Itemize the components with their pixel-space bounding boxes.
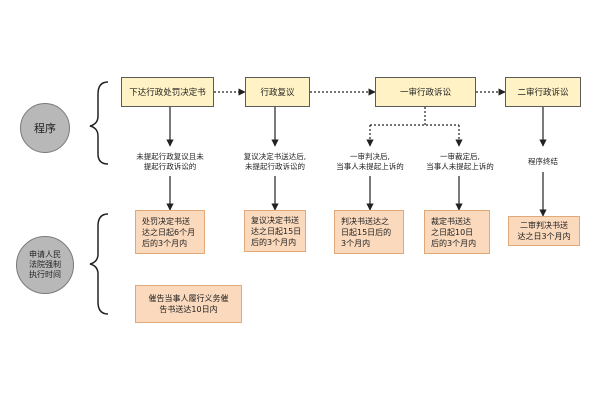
brace-enforcement — [89, 213, 109, 315]
step-label: 下达行政处罚决定书 — [129, 88, 206, 98]
time-limit-text: 判决书送达之 日起15日后的 3个月内 — [341, 216, 392, 248]
step-penalty-decision: 下达行政处罚决定书 — [121, 77, 214, 107]
time-limit-ruling: 裁定书送达 之日起10日 后的3个月内 — [424, 210, 490, 254]
time-limit-review: 复议决定书送 达之日起15日 后的3个月内 — [244, 210, 306, 252]
time-limit-text: 处罚决定书送 达之日起6个月 后的3个月内 — [142, 216, 196, 248]
time-limit-text: 裁定书送达 之日起10日 后的3个月内 — [431, 216, 477, 248]
time-limit-text: 二审判决书送 达之日3个月内 — [517, 221, 571, 241]
step-label: 二审行政诉讼 — [517, 88, 569, 98]
procedure-circle: 程序 — [20, 103, 70, 153]
condition-after-review: 复议决定书送达后, 未提起行政诉讼的 — [243, 152, 307, 171]
step-second-instance: 二审行政诉讼 — [505, 77, 581, 107]
procedure-label: 程序 — [34, 122, 56, 135]
condition-procedure-end: 程序终结 — [528, 157, 558, 166]
time-limit-reminder: 催告当事人履行义务催 告书送达10日内 — [135, 285, 242, 323]
time-limit-penalty: 处罚决定书送 达之日起6个月 后的3个月内 — [135, 210, 205, 254]
step-admin-review: 行政复议 — [245, 77, 310, 107]
time-limit-text: 复议决定书送 达之日起15日 后的3个月内 — [251, 215, 302, 247]
condition-after-ruling: 一审裁定后, 当事人未提起上诉的 — [426, 152, 494, 171]
brace-procedure — [89, 81, 109, 165]
step-first-instance: 一审行政诉讼 — [375, 77, 476, 107]
step-label: 行政复议 — [260, 88, 295, 98]
enforcement-period-label: 申请人民 法院强制 执行时间 — [29, 250, 61, 279]
enforcement-period-circle: 申请人民 法院强制 执行时间 — [16, 236, 74, 294]
step-label: 一审行政诉讼 — [399, 88, 451, 98]
time-limit-judgment: 判决书送达之 日起15日后的 3个月内 — [334, 210, 404, 254]
time-limit-text: 催告当事人履行义务催 告书送达10日内 — [148, 294, 229, 314]
condition-no-review: 未提起行政复议且未 提起行政诉讼的 — [136, 152, 204, 171]
time-limit-second-instance: 二审判决书送 达之日3个月内 — [508, 216, 580, 246]
condition-after-judgment: 一审判决后, 当事人未提起上诉的 — [336, 152, 404, 171]
